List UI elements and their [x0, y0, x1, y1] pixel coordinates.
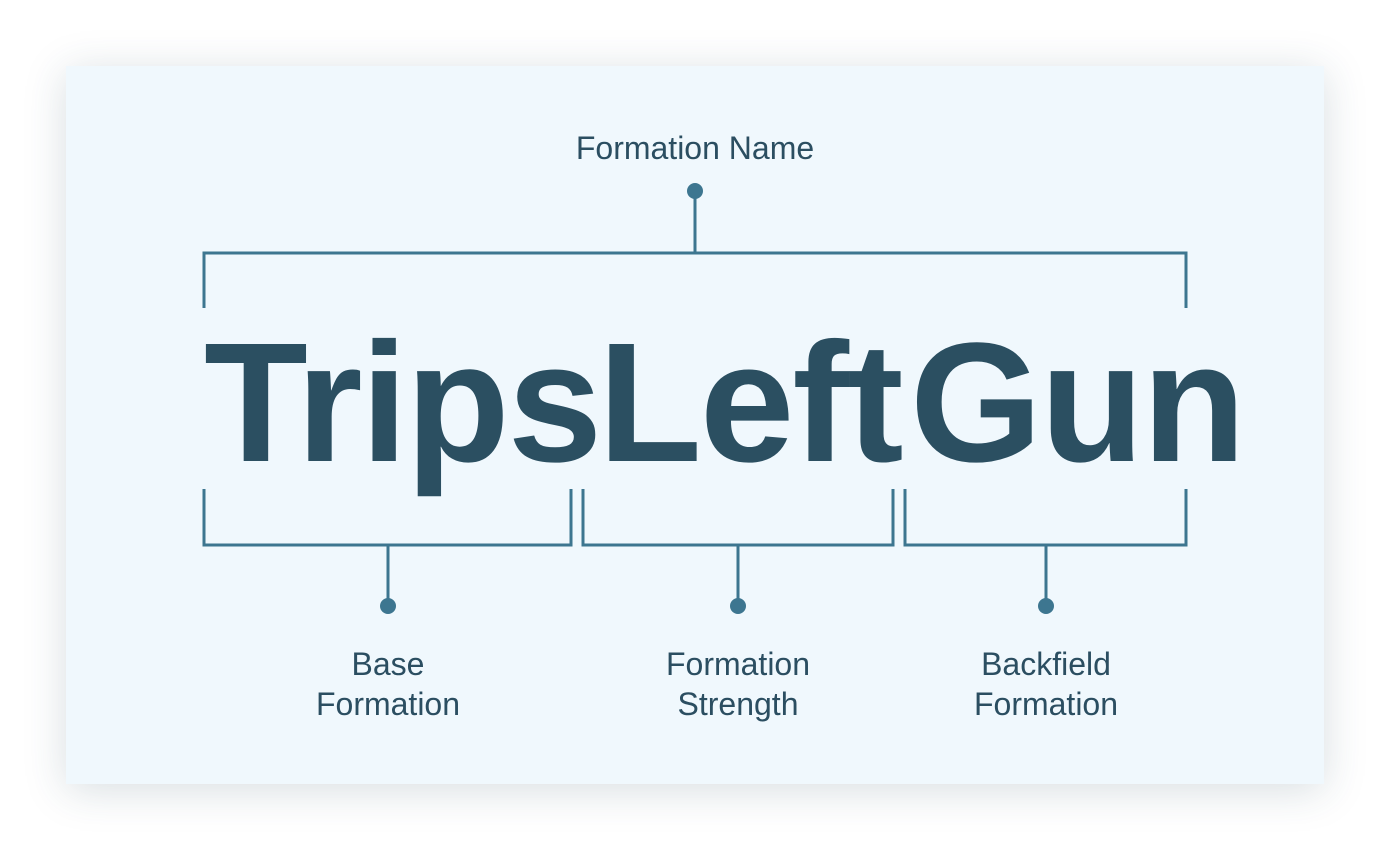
- label-base-formation: Base Formation: [288, 644, 488, 724]
- label-base-formation-line2: Formation: [315, 686, 461, 722]
- label-backfield-formation: Backfield Formation: [946, 644, 1146, 724]
- top-dot: [687, 183, 703, 199]
- label-formation-strength-line1: Formation: [665, 646, 811, 682]
- label-backfield-formation-line2: Formation: [973, 686, 1119, 722]
- label-formation-strength-line2: Strength: [677, 686, 799, 722]
- dot-backfield-formation: [1038, 598, 1054, 614]
- word-gun: Gun: [910, 308, 1246, 498]
- label-formation-strength: Formation Strength: [638, 644, 838, 724]
- formation-name-label: Formation Name: [575, 130, 815, 166]
- dot-base-formation: [380, 598, 396, 614]
- label-base-formation-line1: Base: [351, 646, 425, 682]
- dot-formation-strength: [730, 598, 746, 614]
- top-bracket: [202, 251, 1188, 308]
- word-trips: Trips: [204, 308, 602, 498]
- label-backfield-formation-line1: Backfield: [981, 646, 1111, 682]
- word-left: Left: [598, 308, 904, 498]
